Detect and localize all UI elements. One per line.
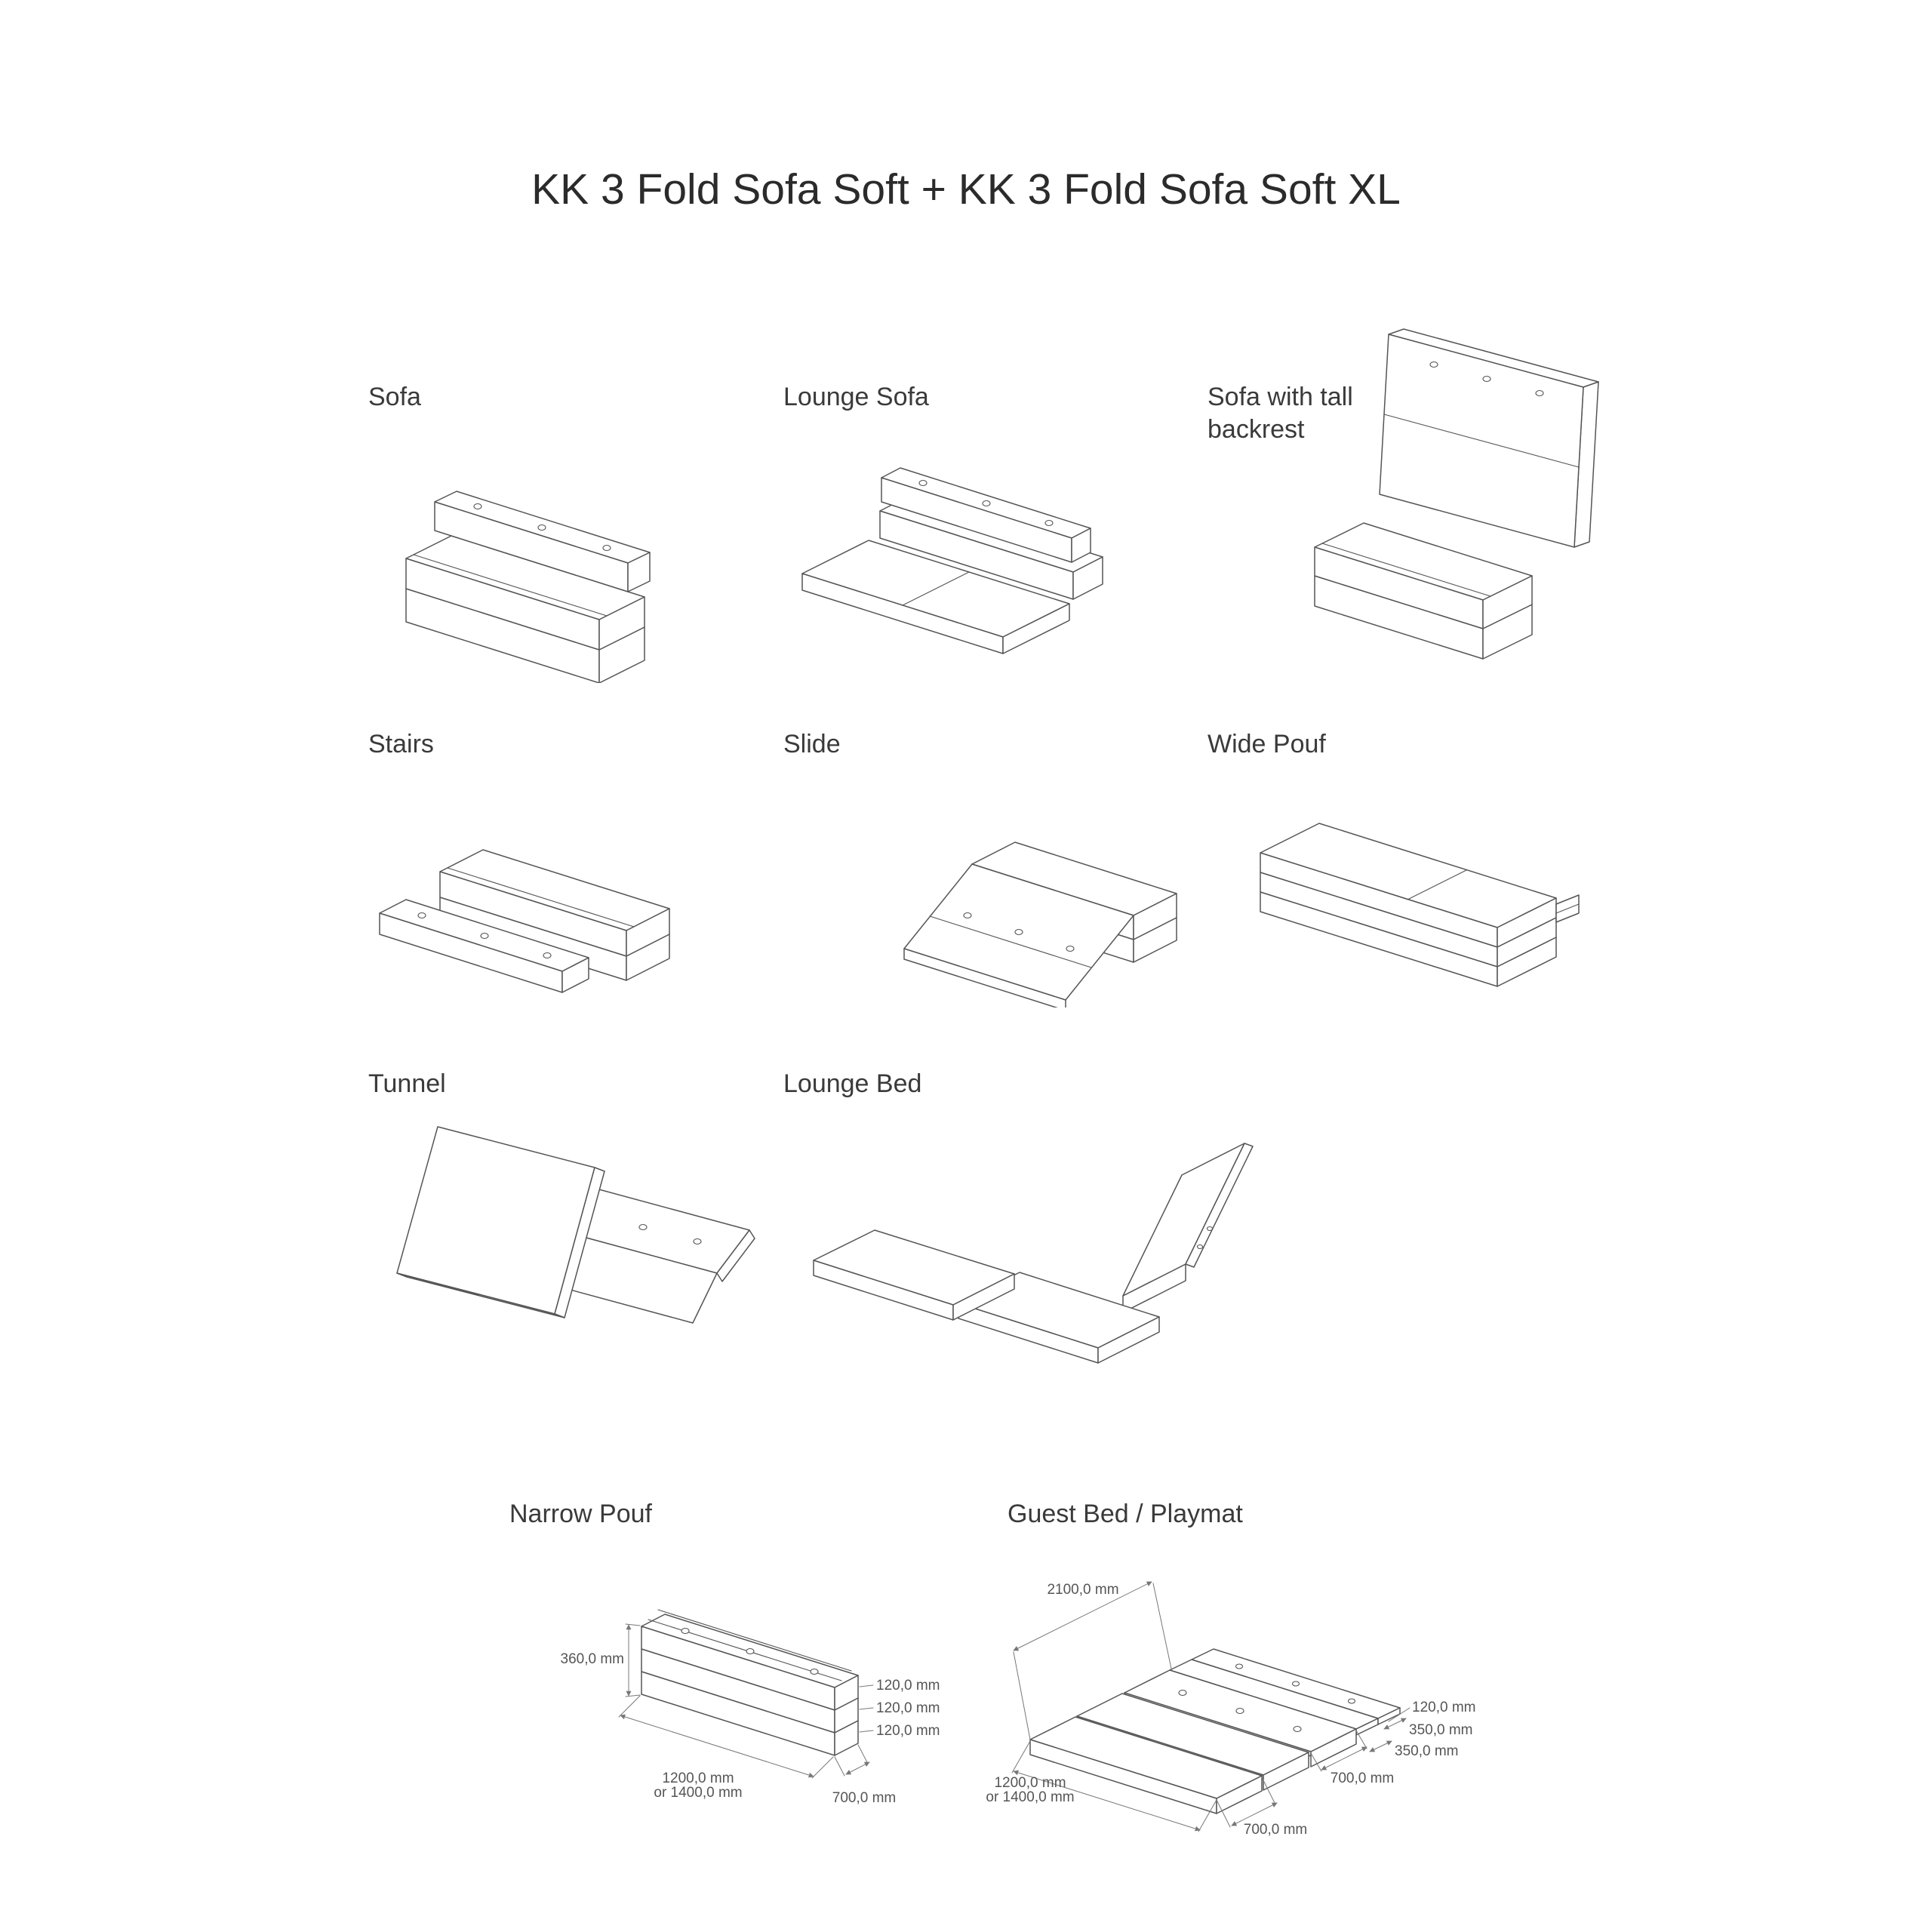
sofa-drawing: [405, 491, 651, 683]
narrow-pouf-buttons: [681, 1627, 819, 1675]
figure-tall-backrest: Sofa with tall backrest: [1208, 328, 1599, 660]
figure-sofa-label: Sofa: [368, 383, 421, 411]
lounge-bed-buttons: [1196, 1226, 1214, 1250]
dim-guest-width1: 1200,0 mm: [994, 1775, 1066, 1791]
figure-slide: Slide: [783, 728, 1177, 1008]
figure-lounge-bed: Lounge Bed: [783, 1068, 1254, 1364]
figure-guest-bed: Guest Bed / Playmat: [986, 1498, 1475, 1837]
dim-guest-total-length: 2100,0 mm: [1047, 1582, 1119, 1598]
dim-guest-panel-depth: 700,0 mm: [1330, 1770, 1395, 1786]
narrow-pouf-dimension-lines: [618, 1623, 874, 1779]
figure-wide-pouf-label: Wide Pouf: [1208, 730, 1326, 758]
dim-narrow-layer3: 120,0 mm: [876, 1723, 940, 1739]
tall-backrest-drawing: [1314, 328, 1599, 660]
dim-guest-flap-a: 350,0 mm: [1409, 1722, 1473, 1738]
figure-narrow-pouf: Narrow Pouf: [509, 1498, 940, 1805]
figure-sofa: Sofa: [368, 381, 651, 683]
lounge-bed-drawing: [813, 1143, 1254, 1364]
figure-tunnel: Tunnel: [368, 1068, 755, 1324]
narrow-pouf-drawing: [618, 1609, 874, 1779]
stairs-buttons: [417, 912, 552, 959]
dim-narrow-length1: 1200,0 mm: [662, 1770, 734, 1786]
dim-guest-thickness: 120,0 mm: [1412, 1700, 1476, 1715]
figure-lounge-bed-label: Lounge Bed: [783, 1069, 922, 1098]
figure-lounge-sofa-label: Lounge Sofa: [783, 383, 929, 411]
guest-bed-drawing: [1011, 1581, 1411, 1832]
slide-buttons: [963, 912, 1075, 952]
guest-bed-panel-buttons: [1178, 1689, 1302, 1733]
guest-bed-dimension-lines: [1011, 1581, 1411, 1832]
dim-narrow-length2: or 1400,0 mm: [654, 1785, 743, 1801]
dim-narrow-depth: 700,0 mm: [832, 1790, 897, 1806]
diagram-title: KK 3 Fold Sofa Soft + KK 3 Fold Sofa Sof…: [531, 165, 1401, 214]
tunnel-drawing: [396, 1126, 755, 1324]
guest-bed-flap-buttons: [1235, 1663, 1356, 1704]
dim-narrow-height: 360,0 mm: [560, 1651, 624, 1667]
figure-stairs-label: Stairs: [368, 730, 434, 758]
figure-tunnel-label: Tunnel: [368, 1069, 446, 1098]
dim-narrow-layer2: 120,0 mm: [876, 1700, 940, 1716]
figure-narrow-pouf-label: Narrow Pouf: [509, 1500, 652, 1528]
sofa-buttons: [473, 503, 611, 552]
figure-wide-pouf: Wide Pouf: [1208, 728, 1580, 987]
figure-lounge-sofa: Lounge Sofa: [783, 381, 1103, 654]
stairs-drawing: [379, 849, 670, 993]
dim-guest-flap-b: 350,0 mm: [1395, 1743, 1459, 1759]
dim-narrow-layer1: 120,0 mm: [876, 1678, 940, 1694]
figure-guest-bed-label: Guest Bed / Playmat: [1008, 1500, 1243, 1528]
wide-pouf-drawing: [1260, 823, 1580, 987]
lounge-sofa-buttons: [918, 479, 1054, 527]
slide-drawing: [903, 841, 1177, 1008]
figure-tall-backrest-label: Sofa with tall backrest: [1208, 383, 1353, 444]
figure-slide-label: Slide: [783, 730, 841, 758]
dim-guest-bottom-depth: 700,0 mm: [1243, 1822, 1308, 1838]
figure-stairs: Stairs: [368, 728, 670, 993]
dim-guest-width2: or 1400,0 mm: [986, 1789, 1075, 1805]
tall-backrest-buttons: [1429, 361, 1544, 397]
lounge-sofa-drawing: [801, 467, 1103, 654]
